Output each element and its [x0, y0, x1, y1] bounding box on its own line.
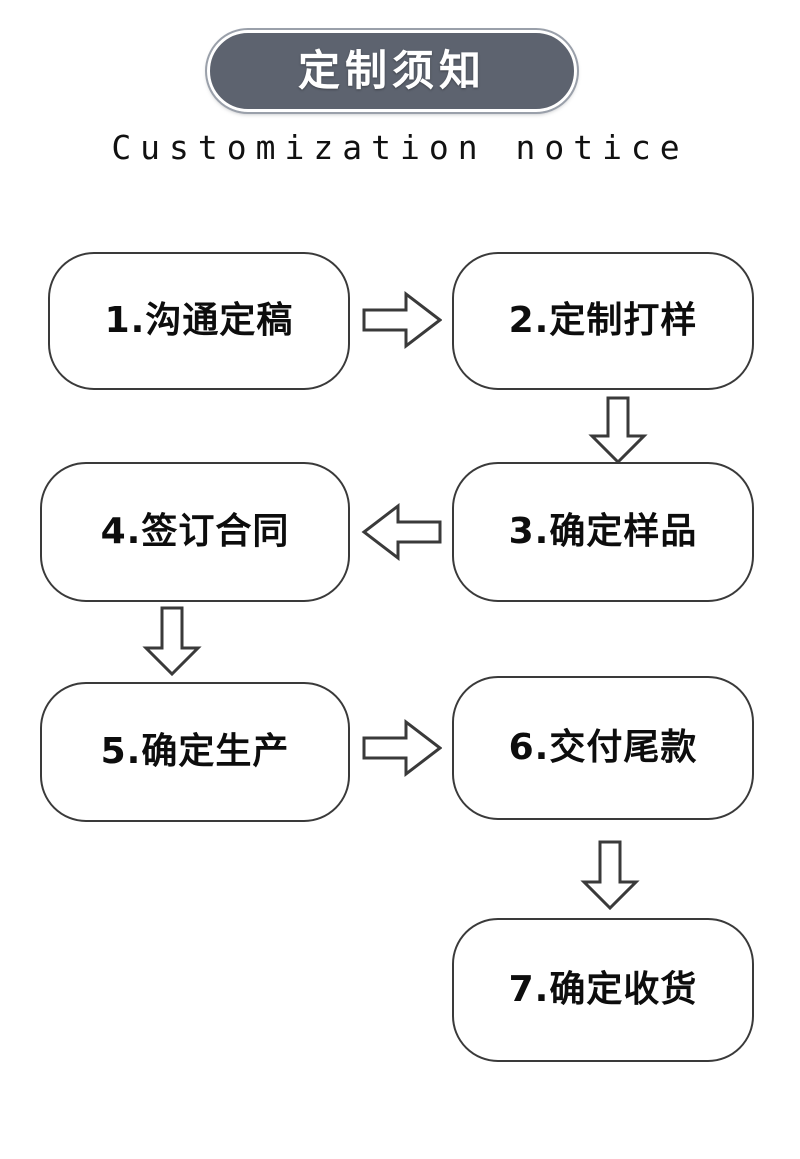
- flow-node-6: 6.交付尾款: [452, 676, 754, 820]
- page-subtitle: Customization notice: [111, 128, 689, 167]
- arrow-down-icon-node6-to-node7: [578, 840, 642, 910]
- flow-node-5-label: 5.确定生产: [100, 731, 290, 772]
- arrow-down-icon-node2-to-node3: [586, 396, 650, 464]
- flow-node-3-label: 3.确定样品: [508, 511, 698, 552]
- arrow-down-icon-node4-to-node5: [140, 606, 204, 676]
- flow-node-1-label: 1.沟通定稿: [104, 300, 294, 341]
- arrow-right-icon-node1-to-node2: [362, 288, 442, 352]
- flow-node-7: 7.确定收货: [452, 918, 754, 1062]
- header-area: 定制须知 Customization notice: [0, 0, 800, 200]
- page-title: 定制须知: [297, 46, 486, 95]
- title-badge: 定制须知: [205, 28, 579, 114]
- flow-node-6-label: 6.交付尾款: [508, 727, 698, 768]
- flow-node-3: 3.确定样品: [452, 462, 754, 602]
- flow-node-2-label: 2.定制打样: [508, 300, 698, 341]
- flow-node-7-label: 7.确定收货: [508, 969, 698, 1010]
- flow-node-2: 2.定制打样: [452, 252, 754, 390]
- flow-node-5: 5.确定生产: [40, 682, 350, 822]
- flow-node-4-label: 4.签订合同: [100, 511, 290, 552]
- flow-node-1: 1.沟通定稿: [48, 252, 350, 390]
- flow-node-4: 4.签订合同: [40, 462, 350, 602]
- arrow-left-icon-node3-to-node4: [358, 500, 442, 564]
- arrow-right-icon-node5-to-node6: [362, 716, 442, 780]
